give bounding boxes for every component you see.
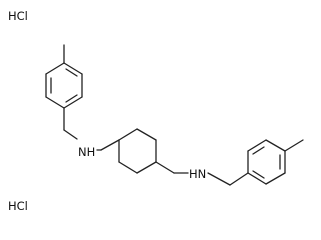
left-ring-double-bond — [65, 68, 78, 77]
left-tolyl-group — [45, 44, 83, 140]
cyclohexane-bond — [136, 128, 157, 141]
left-ring-bond — [63, 62, 83, 75]
left-benzyl-n-bond — [63, 129, 78, 140]
right-methyl-bond — [284, 139, 304, 152]
left-ring-bond — [63, 96, 83, 109]
right-ring-bond — [265, 172, 286, 185]
hcl-label-bottom: HCl — [8, 199, 28, 213]
right-ring-double-bond — [252, 170, 265, 179]
cyclohexane-bond — [118, 161, 138, 174]
chemical-structure: HCl HCl NH HN — [8, 9, 304, 213]
right-ring-bond — [265, 139, 286, 152]
right-ring-double-bond — [252, 146, 265, 155]
right-ring-bond — [247, 139, 267, 152]
right-tolyl-group — [207, 139, 304, 186]
cyclohexane-bond — [136, 161, 157, 174]
left-ring-bond — [45, 96, 65, 109]
right-n-benzyl-bond — [207, 172, 231, 186]
left-ring-double-bond — [65, 94, 78, 103]
left-linker — [96, 139, 120, 151]
right-ring-ch2-bond — [155, 161, 175, 174]
right-linker — [155, 161, 189, 174]
cyclohexane-bond — [118, 128, 138, 141]
hcl-label-top: HCl — [8, 9, 28, 23]
amine-label-right: HN — [189, 167, 206, 181]
left-ring-bond — [45, 62, 65, 75]
cyclohexane-ring — [118, 128, 157, 174]
amine-label-left: NH — [78, 145, 95, 159]
right-benzyl-bond — [229, 172, 249, 186]
right-ring-bond — [247, 172, 267, 185]
left-ch2-ring-bond — [100, 139, 120, 151]
